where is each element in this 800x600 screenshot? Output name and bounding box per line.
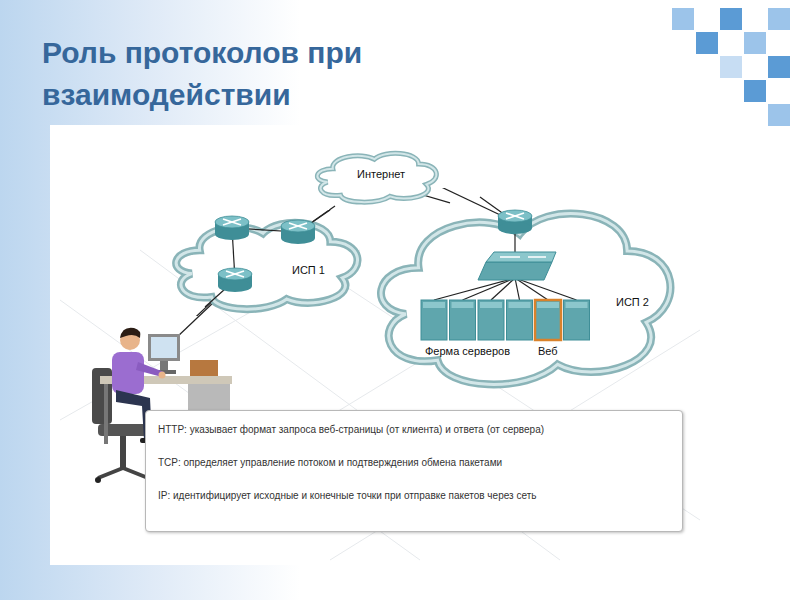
router-arrow xyxy=(223,219,241,225)
switch xyxy=(478,262,552,280)
server xyxy=(450,300,476,340)
router-top xyxy=(215,216,249,228)
cloud-outline xyxy=(168,210,366,316)
wire xyxy=(434,278,515,300)
cloud-label: ИСП 2 xyxy=(616,296,649,308)
protocol-line: TCP: определяет управление потоком и под… xyxy=(158,456,670,469)
server xyxy=(564,300,590,340)
router-arrow xyxy=(506,213,524,219)
router-arrow xyxy=(223,219,241,225)
router-arrow xyxy=(506,213,524,219)
router-arrow xyxy=(226,271,244,277)
decor-squares xyxy=(672,8,790,126)
router-base xyxy=(281,232,315,244)
server-top xyxy=(537,302,559,308)
local-layer xyxy=(168,210,366,316)
cloud-ring xyxy=(381,213,670,384)
router-top xyxy=(281,220,315,232)
router-base xyxy=(498,222,532,234)
slide-title: Роль протоколов при взаимодействии xyxy=(42,32,392,116)
protocol-note: HTTP: указывает формат запроса веб-стран… xyxy=(145,410,683,532)
device-label: Веб xyxy=(538,345,558,357)
cloud-shape xyxy=(176,223,357,309)
cloud-inner xyxy=(381,213,670,384)
router-base xyxy=(218,280,252,292)
local-layer xyxy=(368,188,515,222)
server xyxy=(478,300,504,340)
server xyxy=(535,300,561,340)
cloud-inner xyxy=(176,223,357,309)
protocol-line: IP: идентифицирует исходные и конечные т… xyxy=(158,489,670,502)
image-panel xyxy=(50,125,718,565)
wire xyxy=(515,278,520,300)
wire xyxy=(515,278,577,300)
server-top xyxy=(480,302,502,308)
server-top xyxy=(452,302,474,308)
cloud-shape xyxy=(381,213,670,384)
protocol-line: HTTP: указывает формат запроса веб-стран… xyxy=(158,423,670,436)
cloud-ring xyxy=(176,223,357,309)
server-top xyxy=(423,302,445,308)
cloud-label: Интернет xyxy=(312,168,450,180)
server xyxy=(421,300,447,340)
cloud-outline xyxy=(368,188,684,398)
devices xyxy=(421,197,590,340)
device-label: Ферма серверов xyxy=(425,345,510,357)
wire xyxy=(515,278,548,300)
server-top xyxy=(509,302,531,308)
network-cloud: ИСП 2 xyxy=(368,188,684,398)
switch-top xyxy=(486,252,556,262)
router-top xyxy=(218,268,252,280)
wire xyxy=(368,188,515,222)
router-top xyxy=(498,210,532,222)
wire xyxy=(463,278,516,300)
server xyxy=(507,300,533,340)
network-cloud: ИСП 1 xyxy=(168,210,366,316)
router-arrow xyxy=(226,271,244,277)
router-arrow xyxy=(289,223,307,229)
devices xyxy=(205,210,330,307)
cloud-label: ИСП 1 xyxy=(292,264,325,276)
switch-arrows xyxy=(500,256,546,257)
wire xyxy=(491,278,515,300)
router-base xyxy=(215,228,249,240)
network-cloud: Интернет xyxy=(312,146,450,206)
router-arrow xyxy=(289,223,307,229)
server-top xyxy=(566,302,588,308)
